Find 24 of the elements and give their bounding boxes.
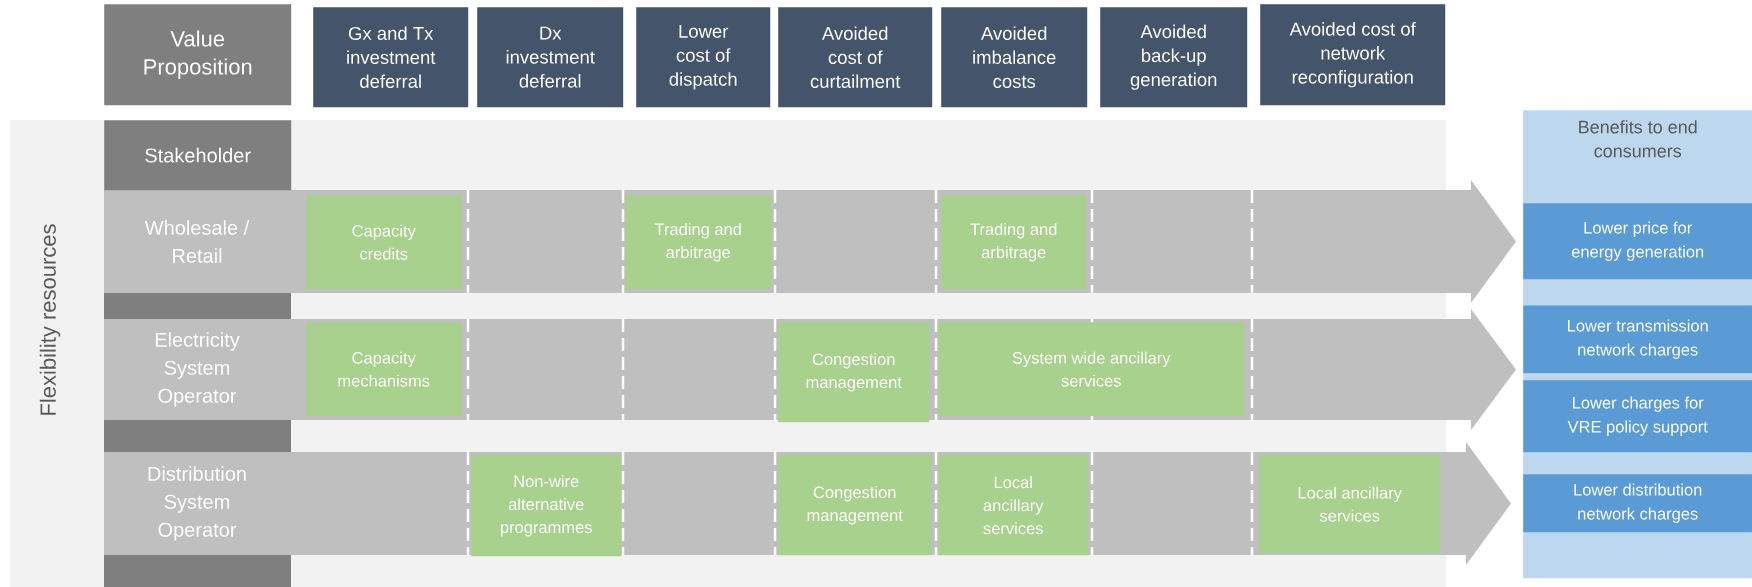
stakeholder-box: Stakeholder <box>104 120 292 191</box>
column-header: Avoided imbalance costs <box>941 7 1088 108</box>
value-box: Congestion management <box>778 322 930 423</box>
benefit-box: Lower transmission network charges <box>1523 305 1752 374</box>
value-box: Local ancillary services <box>938 455 1089 556</box>
benefit-box: Lower price for energy generation <box>1523 203 1752 280</box>
value-box: Capacity mechanisms <box>306 322 462 417</box>
value-box: Local ancillary services <box>1259 455 1441 554</box>
axis-title: Flexibility resources <box>39 224 61 415</box>
column-header: Gx and Tx investment deferral <box>313 7 469 108</box>
value-box: Trading and arbitrage <box>941 195 1087 290</box>
column-header: Lower cost of dispatch <box>636 7 771 108</box>
column-header: Avoided back-up generation <box>1100 7 1248 108</box>
column-header: Avoided cost of curtailment <box>778 7 933 108</box>
benefit-box: Lower charges for VRE policy support <box>1523 380 1752 453</box>
benefit-box: Lower distribution network charges <box>1523 474 1752 533</box>
value-box: Congestion management <box>778 455 932 556</box>
column-header: Dx investment deferral <box>477 7 624 108</box>
value-box: System wide ancillary services <box>938 322 1245 417</box>
value-box: Non-wire alternative programmes <box>471 455 622 557</box>
value-proposition-box: Value Proposition <box>104 4 292 106</box>
value-box: Capacity credits <box>306 195 462 290</box>
value-box: Trading and arbitrage <box>625 195 772 290</box>
column-header: Avoided cost of network reconfiguration <box>1260 4 1446 106</box>
